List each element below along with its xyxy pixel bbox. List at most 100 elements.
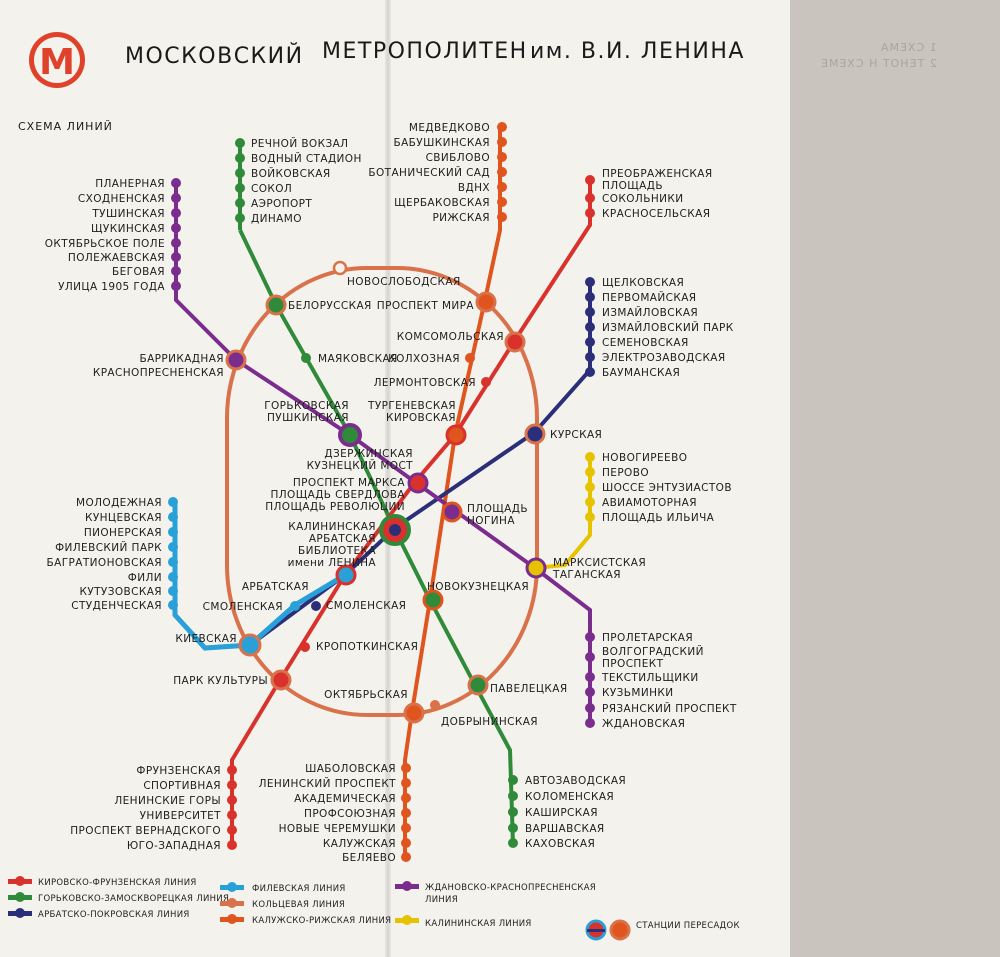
station-label: НОГИНА — [467, 515, 515, 527]
station-label: СХОДНЕНСКАЯ — [78, 193, 165, 205]
svg-text:ЛИНИЯ: ЛИНИЯ — [425, 895, 458, 905]
stations-purple-se — [585, 632, 595, 728]
back-page-line: 2 ТЕНОТ Н СХЕМЕ — [820, 57, 937, 70]
line-gorkovsko — [238, 229, 515, 846]
station-label: ЮГО-ЗАПАДНАЯ — [127, 840, 221, 852]
station-label: ПЛОЩАДЬ РЕВОЛЮЦИИ — [265, 501, 405, 513]
station-label: ФИЛЕВСКИЙ ПАРК — [55, 541, 162, 554]
station-label: СОКОЛ — [251, 183, 292, 195]
page-title-part2: МЕТРОПОЛИТЕН — [322, 39, 528, 64]
station-label: РЕЧНОЙ ВОКЗАЛ — [251, 137, 348, 150]
stations-orange-north — [497, 122, 507, 222]
station-label: КИРОВСКАЯ — [386, 412, 456, 424]
legend-gorkovsko: ГОРЬКОВСКО-ЗАМОСКВОРЕЦКАЯ ЛИНИЯ — [8, 892, 229, 904]
station-label: ПРОФСОЮЗНАЯ — [304, 808, 396, 820]
ring-line — [225, 266, 539, 717]
legend-zhdanovsko: ЖДАНОВСКО-КРАСНОПРЕСНЕНСКАЯ ЛИНИЯ — [395, 881, 596, 905]
station-label: МАРКСИСТСКАЯ — [553, 557, 646, 569]
station-label: ПЛОЩАДЬ ИЛЬИЧА — [602, 512, 715, 524]
stations-purple-nw — [171, 178, 181, 291]
station-label: ШОССЕ ЭНТУЗИАСТОВ — [602, 482, 732, 494]
station-label: КОМСОМОЛЬСКАЯ — [397, 331, 504, 343]
station-label: ДОБРЫНИНСКАЯ — [441, 716, 538, 728]
legend-filevskaya: ФИЛЕВСКАЯ ЛИНИЯ — [220, 882, 346, 894]
station-label: ЛЕРМОНТОВСКАЯ — [374, 377, 476, 389]
station-label: ЭЛЕКТРОЗАВОДСКАЯ — [602, 352, 726, 364]
station-label: КРАСНОСЕЛЬСКАЯ — [602, 208, 710, 220]
legend-transfers: СТАНЦИИ ПЕРЕСАДОК — [585, 919, 740, 941]
stations-green-north — [235, 138, 245, 223]
legend-kaluzhsko: КАЛУЖСКО-РИЖСКАЯ ЛИНИЯ — [220, 914, 391, 926]
station-label: ПРЕОБРАЖЕНСКАЯ — [602, 168, 713, 180]
station-label: ВОЛГОГРАДСКИЙ — [602, 645, 704, 658]
stations-orange-south — [401, 763, 411, 862]
station-label: КОЛОМЕНСКАЯ — [525, 791, 614, 803]
svg-text:СТАНЦИИ ПЕРЕСАДОК: СТАНЦИИ ПЕРЕСАДОК — [636, 921, 740, 931]
station-label: УЛИЦА 1905 ГОДА — [58, 281, 165, 293]
stations-yellow-east — [585, 452, 595, 522]
station-label: МАЯКОВСКАЯ — [318, 353, 398, 365]
station-label: ГОРЬКОВСКАЯ — [264, 400, 349, 412]
stations-green-south — [508, 775, 518, 848]
station-label: БОТАНИЧЕСКИЙ САД — [368, 166, 490, 179]
station-label: ОКТЯБРЬСКАЯ — [324, 689, 408, 701]
station-label: ДИНАМО — [251, 213, 302, 225]
stations-red-south — [227, 765, 237, 850]
station-label: ВАРШАВСКАЯ — [525, 823, 605, 835]
station-label: СМОЛЕНСКАЯ — [326, 600, 406, 612]
station-label: НОВОКУЗНЕЦКАЯ — [427, 581, 529, 593]
station-label: ФРУНЗЕНСКАЯ — [136, 765, 221, 777]
station-label: БЕЛОРУССКАЯ — [288, 300, 372, 312]
stations-cyan-west — [168, 497, 178, 610]
station-label: КАЛИНИНСКАЯ — [288, 521, 376, 533]
station-label: КАХОВСКАЯ — [525, 838, 595, 850]
sheet-fold — [385, 0, 391, 957]
station-label: ПУШКИНСКАЯ — [267, 412, 349, 424]
station-label: АРБАТСКАЯ — [309, 533, 376, 545]
station-label: ПРОСПЕКТ ВЕРНАДСКОГО — [70, 825, 221, 837]
station-label: НОВЫЕ ЧЕРЕМУШКИ — [279, 823, 396, 835]
station-label: БАРРИКАДНАЯ — [139, 353, 224, 365]
svg-text:ЖДАНОВСКО-КРАСНОПРЕСНЕНСКАЯ: ЖДАНОВСКО-КРАСНОПРЕСНЕНСКАЯ — [425, 883, 596, 893]
station-label: КОЛХОЗНАЯ — [388, 353, 460, 365]
station-label: ШАБОЛОВСКАЯ — [305, 763, 396, 775]
station-label: БАБУШКИНСКАЯ — [394, 137, 491, 149]
station-label: СОКОЛЬНИКИ — [602, 193, 683, 205]
station-label: ПЕРВОМАЙСКАЯ — [602, 291, 697, 304]
back-page-line: 1 СХЕМА — [880, 41, 937, 54]
station-label: КРОПОТКИНСКАЯ — [316, 641, 418, 653]
metro-logo: М — [29, 32, 85, 88]
legend-koltsevaya: КОЛЬЦЕВАЯ ЛИНИЯ — [220, 898, 345, 910]
station-label: ТУШИНСКАЯ — [91, 208, 165, 220]
station-label: ПРОСПЕКТ — [602, 658, 664, 670]
station-label: БЕГОВАЯ — [112, 266, 165, 278]
station-label: КУНЦЕВСКАЯ — [85, 512, 162, 524]
back-page — [790, 0, 1000, 957]
station-label: ПАРК КУЛЬТУРЫ — [173, 675, 268, 687]
station-label: КУЗНЕЦКИЙ МОСТ — [307, 459, 414, 472]
station-label: ПРОСПЕКТ МАРКСА — [293, 477, 406, 489]
station-label: РЯЗАНСКИЙ ПРОСПЕКТ — [602, 702, 737, 715]
legend-arbatsko: АРБАТСКО-ПОКРОВСКАЯ ЛИНИЯ — [8, 908, 189, 920]
legend: КИРОВСКО-ФРУНЗЕНСКАЯ ЛИНИЯ ГОРЬКОВСКО-ЗА… — [8, 876, 740, 941]
station-label: ПАВЕЛЕЦКАЯ — [490, 683, 568, 695]
station-label: ВДНХ — [458, 182, 490, 194]
station-label: РИЖСКАЯ — [432, 212, 490, 224]
page-title-part1: МОСКОВСКИЙ — [125, 43, 304, 69]
stations-blue-east — [585, 277, 595, 377]
line-kaluzhsko — [403, 128, 502, 860]
metro-map: М МОСКОВСКИЙ МЕТРОПОЛИТЕН им. В.И. ЛЕНИН… — [8, 32, 743, 941]
station-label: ПЛОЩАДЬ СВЕРДЛОВА — [270, 489, 405, 501]
page-subtitle: СХЕМА ЛИНИЙ — [18, 120, 113, 133]
station-label: УНИВЕРСИТЕТ — [140, 810, 222, 822]
svg-text:ФИЛЕВСКАЯ ЛИНИЯ: ФИЛЕВСКАЯ ЛИНИЯ — [252, 884, 346, 894]
svg-text:КИРОВСКО-ФРУНЗЕНСКАЯ ЛИНИЯ: КИРОВСКО-ФРУНЗЕНСКАЯ ЛИНИЯ — [38, 878, 197, 888]
station-label: СПОРТИВНАЯ — [143, 780, 221, 792]
station-label: СТУДЕНЧЕСКАЯ — [71, 600, 162, 612]
station-label: ОКТЯБРЬСКОЕ ПОЛЕ — [45, 238, 165, 250]
svg-text:ГОРЬКОВСКО-ЗАМОСКВОРЕЦКАЯ ЛИНИ: ГОРЬКОВСКО-ЗАМОСКВОРЕЦКАЯ ЛИНИЯ — [38, 894, 229, 904]
legend-kalininskaya: КАЛИНИНСКАЯ ЛИНИЯ — [395, 915, 531, 929]
station-label: ПЛАНЕРНАЯ — [95, 178, 165, 190]
line-kalininskaya — [534, 455, 592, 570]
station-label: СВИБЛОВО — [426, 152, 490, 164]
